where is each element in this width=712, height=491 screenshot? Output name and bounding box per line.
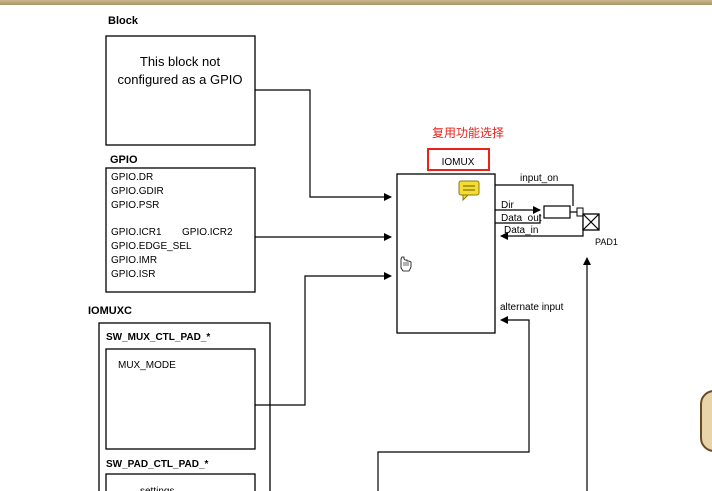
- hand-cursor-icon: [400, 256, 412, 272]
- gpio-reg-dr: GPIO.DR: [111, 172, 153, 183]
- alternate-input-wire: [377, 316, 530, 491]
- gpio-title: GPIO: [110, 154, 138, 166]
- comment-icon[interactable]: [458, 180, 480, 202]
- iomux-label: IOMUX: [442, 157, 475, 168]
- mux-mode-box: [105, 348, 256, 450]
- gpio-reg-icr2: GPIO.ICR2: [182, 227, 233, 238]
- window-top-border: [0, 0, 712, 5]
- non-gpio-block: [105, 35, 256, 146]
- mux-mode-label: MUX_MODE: [118, 360, 176, 371]
- signal-data-out: Data_out: [501, 213, 542, 224]
- gpio-reg-edge-sel: GPIO.EDGE_SEL: [111, 241, 192, 252]
- signal-input-on: input_on: [520, 173, 558, 184]
- input-on-wire: [495, 184, 574, 206]
- signal-data-in: Data_in: [504, 225, 538, 236]
- block-title: Block: [108, 15, 139, 27]
- mux-mode-to-iomux-wire: [255, 272, 392, 406]
- gpio-reg-imr: GPIO.IMR: [111, 255, 157, 266]
- signal-dir: Dir: [501, 200, 514, 211]
- mux-ctl-title: SW_MUX_CTL_PAD_*: [106, 332, 210, 343]
- signal-alternate-input: alternate input: [500, 302, 564, 313]
- block-text-line2: configured as a GPIO: [117, 72, 242, 87]
- output-buffer: [543, 205, 571, 219]
- gpio-reg-gdir: GPIO.GDIR: [111, 186, 164, 197]
- pad-settings-box: [105, 473, 256, 491]
- pad1-symbol: [582, 213, 600, 231]
- gpio-reg-isr: GPIO.ISR: [111, 269, 155, 280]
- data-out-wire: [495, 214, 541, 224]
- block-text-line1: This block not: [140, 54, 221, 69]
- iomux-highlight-frame: [427, 148, 490, 171]
- iomux-block: [396, 173, 496, 334]
- gpio-reg-psr: GPIO.PSR: [111, 200, 159, 211]
- floating-side-widget[interactable]: [700, 390, 712, 452]
- gpio-block: [105, 167, 256, 293]
- pad-ctl-title: SW_PAD_CTL_PAD_*: [106, 459, 209, 470]
- gpio-reg-icr1: GPIO.ICR1: [111, 227, 162, 238]
- iomuxc-title: IOMUXC: [88, 305, 132, 317]
- buffer-tip: [576, 207, 584, 217]
- pad1-label: PAD1: [595, 237, 618, 247]
- pad-settings-label: settings: [140, 486, 174, 491]
- block-to-iomux-wire: [255, 89, 392, 201]
- iomux-annotation: 复用功能选择: [432, 126, 504, 140]
